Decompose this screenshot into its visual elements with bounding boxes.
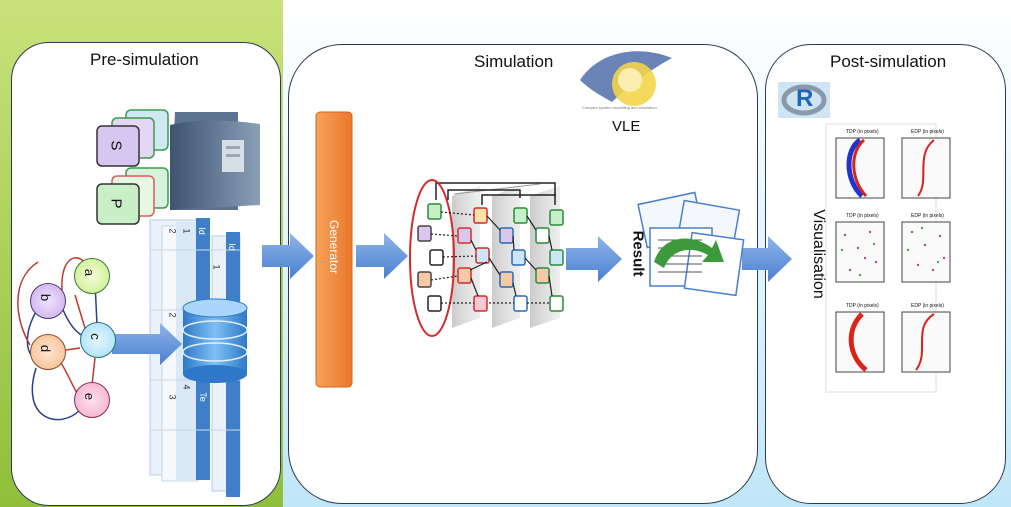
folder-icon xyxy=(170,112,260,210)
plot-title-2: EDP (in pixels) xyxy=(911,129,944,135)
plot-title-5: TDP (in pixels) xyxy=(846,303,879,309)
graph-node-d xyxy=(30,334,66,370)
graph-node-b xyxy=(30,283,66,319)
vle-logo xyxy=(580,51,672,106)
flow-arrows xyxy=(112,233,792,365)
result-documents-icon xyxy=(637,191,745,297)
plot-grid xyxy=(825,123,951,393)
node-label-e: e xyxy=(82,392,98,401)
graph-node-a xyxy=(74,258,110,294)
p-card-stack xyxy=(96,167,169,225)
table-header-1: Id xyxy=(196,227,207,235)
model-to-result-arrow xyxy=(566,236,622,282)
simulation-title: Simulation xyxy=(474,52,554,71)
node-label-a: a xyxy=(82,268,98,277)
database-icon xyxy=(182,298,248,383)
table-digit-1: 1 xyxy=(181,228,192,234)
plot-title-3: TDP (in pixels) xyxy=(846,213,879,219)
generator-bar xyxy=(315,111,353,388)
plot-title-6: EDP (in pixels) xyxy=(911,303,944,309)
card-label-s: S xyxy=(107,140,125,151)
table-header-3: Te xyxy=(197,392,208,402)
visualisation-label: Visualisation xyxy=(810,209,827,299)
time-connectors xyxy=(435,182,556,205)
post-simulation-title: Post-simulation xyxy=(830,52,947,71)
model-nodes xyxy=(417,203,564,312)
node-label-b: b xyxy=(38,293,54,302)
graph-to-db-arrow xyxy=(112,323,182,365)
gen-to-model-arrow xyxy=(356,233,408,279)
r-logo xyxy=(778,82,830,118)
node-label-c: c xyxy=(87,333,103,340)
generator-label: Generator xyxy=(327,219,341,275)
graph-node-c xyxy=(80,322,116,358)
table-digit-6: 3 xyxy=(167,394,178,400)
result-label: Result xyxy=(629,230,647,277)
table-header-2: Id xyxy=(226,243,237,251)
s-card-stack xyxy=(96,109,169,167)
model-edges xyxy=(430,211,553,304)
card-label-p: P xyxy=(107,198,125,209)
pre-simulation-title: Pre-simulation xyxy=(90,50,199,69)
plot-title-4: EDP (in pixels) xyxy=(911,213,944,219)
node-label-d: d xyxy=(38,344,54,353)
graph-node-e xyxy=(74,382,110,418)
vle-logo-tagline: Complex system modelling and simulation xyxy=(582,105,657,110)
sim-to-post-arrow xyxy=(742,236,792,282)
table-digit-4: 2 xyxy=(167,312,178,318)
initial-state-ellipse xyxy=(409,179,455,337)
r-logo-letter: R xyxy=(796,85,814,112)
pre-to-sim-arrow xyxy=(262,233,314,279)
table-digit-3: 1 xyxy=(211,264,222,270)
table-digit-5: 4 xyxy=(181,384,192,390)
table-digit-2: 2 xyxy=(167,228,178,234)
plot-title-1: TDP (in pixels) xyxy=(846,129,879,135)
vle-label: VLE xyxy=(612,118,641,135)
